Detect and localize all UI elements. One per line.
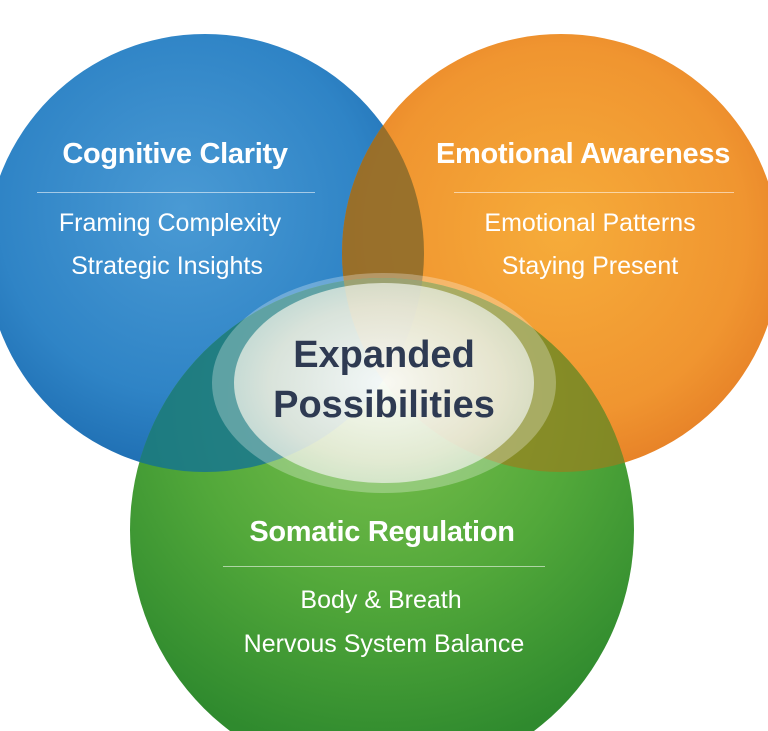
cognitive-divider bbox=[37, 192, 315, 193]
emotional-title: Emotional Awareness bbox=[435, 138, 731, 170]
center-area bbox=[234, 283, 534, 483]
emotional-divider bbox=[454, 192, 734, 193]
cognitive-item-2: Strategic Insights bbox=[71, 252, 263, 280]
emotional-item-2: Staying Present bbox=[501, 252, 679, 280]
somatic-title: Somatic Regulation bbox=[249, 516, 515, 548]
cognitive-item-1: Framing Complexity bbox=[58, 209, 282, 237]
somatic-item-2: Nervous System Balance bbox=[243, 630, 525, 658]
center-line-1: Expanded bbox=[293, 334, 475, 376]
center-line-2: Possibilities bbox=[273, 384, 495, 426]
center-label: Expanded Possibilities bbox=[273, 330, 495, 430]
somatic-divider bbox=[223, 566, 545, 567]
cognitive-title: Cognitive Clarity bbox=[62, 138, 288, 170]
emotional-item-1: Emotional Patterns bbox=[484, 209, 696, 237]
somatic-item-1: Body & Breath bbox=[300, 586, 462, 614]
